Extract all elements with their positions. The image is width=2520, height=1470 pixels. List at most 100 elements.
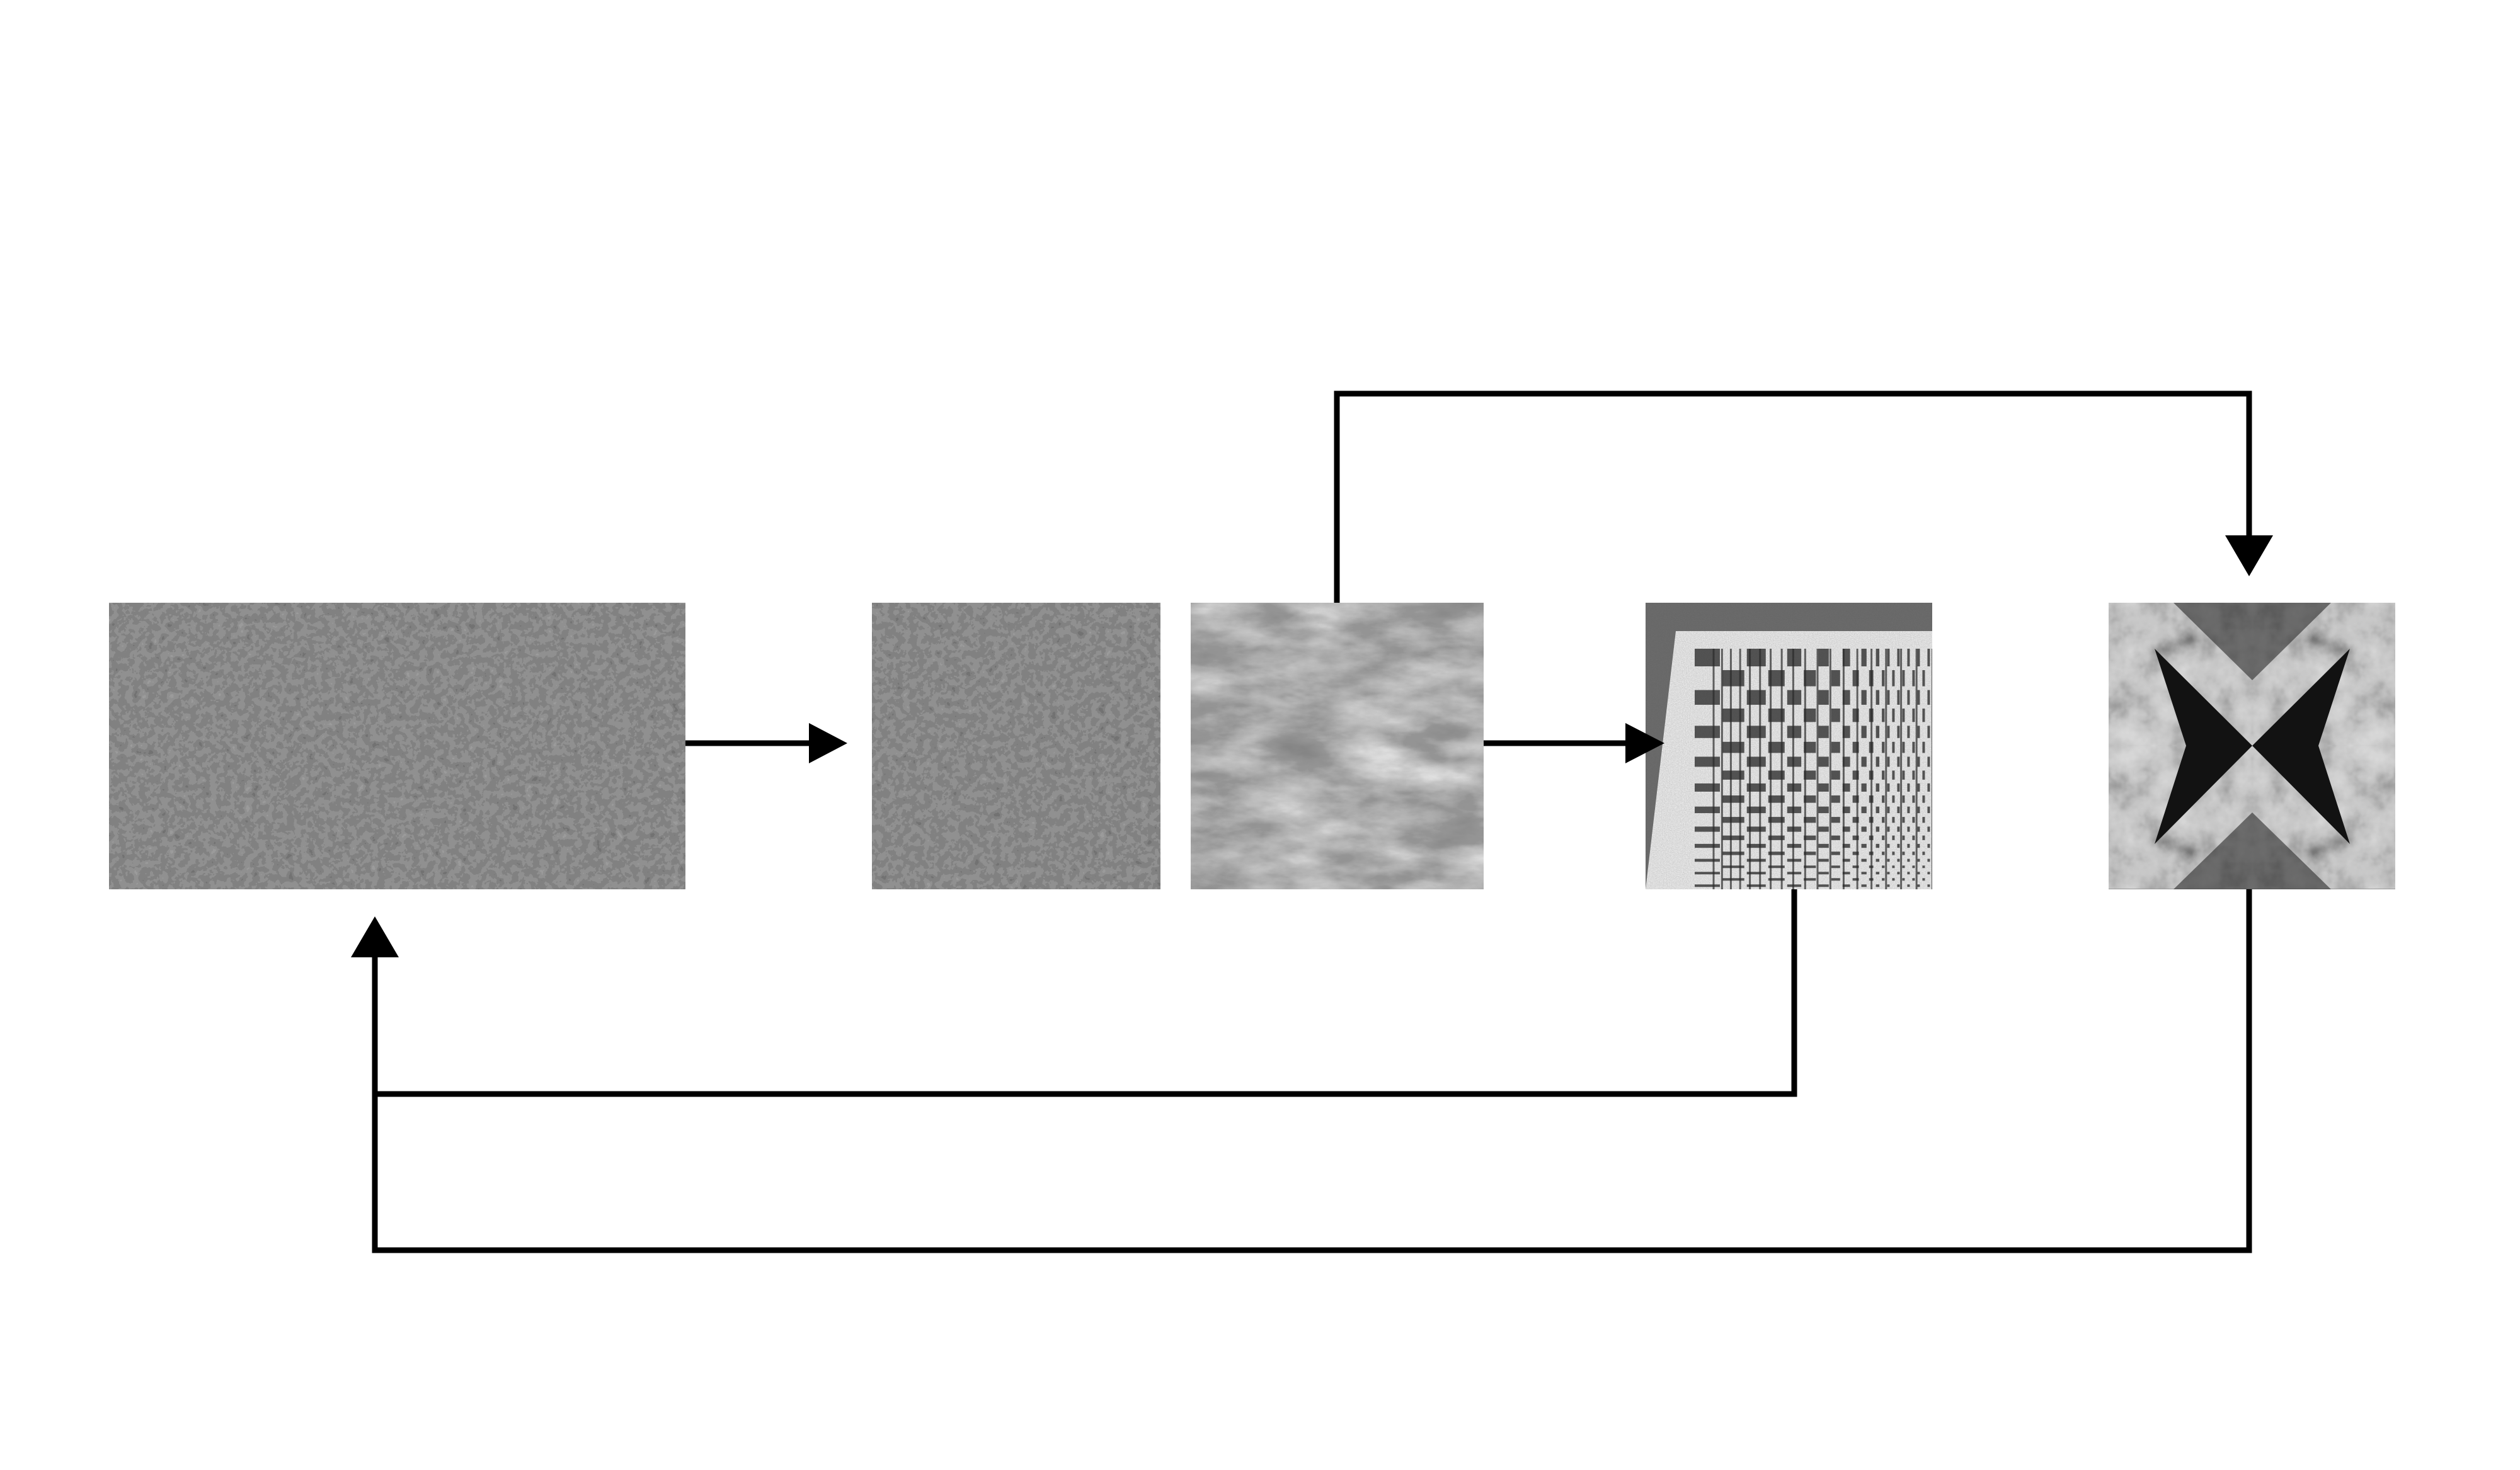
grid-cell xyxy=(1831,817,1840,823)
grid-cell xyxy=(1804,865,1816,869)
grid-cell xyxy=(1927,756,1930,767)
grid-cell xyxy=(1804,835,1816,840)
grid-cell xyxy=(1818,690,1829,705)
grid-cell xyxy=(1842,756,1850,767)
grid-cell xyxy=(1892,795,1895,803)
grid-cell xyxy=(1818,806,1829,814)
grid-cell xyxy=(1722,835,1744,840)
grid-cell xyxy=(1922,865,1925,869)
grid-cell xyxy=(1897,826,1900,832)
grid-cell xyxy=(1818,783,1829,792)
grid-cell xyxy=(1912,795,1915,803)
grid-cell xyxy=(1907,649,1910,666)
grid-cell xyxy=(1907,756,1910,767)
grid-cell xyxy=(1842,806,1850,814)
grid-cell xyxy=(1787,756,1802,767)
grid-cell xyxy=(1887,783,1890,792)
grid-cell xyxy=(1882,709,1885,722)
grid-cell xyxy=(1917,858,1920,862)
grid-cell xyxy=(1897,783,1900,792)
grid-cell xyxy=(1861,858,1867,862)
grid-cell xyxy=(1882,817,1885,823)
grid-cell xyxy=(1897,843,1900,848)
grid-cell xyxy=(1842,843,1850,848)
grid-cell xyxy=(1861,826,1867,832)
grid-texture-panel xyxy=(1646,603,1932,889)
arrow-grid-to-gravel xyxy=(372,889,1797,1097)
grid-cell xyxy=(1876,858,1880,862)
grid-cell xyxy=(1852,852,1859,855)
grid-cell xyxy=(1768,795,1785,803)
grid-cell xyxy=(1882,852,1885,855)
grid-cell xyxy=(1842,884,1850,887)
grid-cell xyxy=(1818,826,1829,832)
grid-cell xyxy=(1852,865,1859,869)
grid-cell xyxy=(1902,741,1905,753)
grid-cell xyxy=(1861,756,1867,767)
grid-cell xyxy=(1887,884,1890,887)
grid-cell xyxy=(1768,741,1785,753)
grid-cell xyxy=(1927,843,1930,848)
grid-cell xyxy=(1804,770,1816,780)
grid-cell xyxy=(1722,709,1744,722)
arrowhead-down xyxy=(2225,535,2273,576)
grid-cell xyxy=(1917,690,1920,705)
grid-cell xyxy=(1768,835,1785,840)
grid-cell xyxy=(1842,783,1850,792)
grid-cell xyxy=(1695,826,1720,832)
grid-cell xyxy=(1818,872,1829,875)
grid-cell xyxy=(1897,649,1900,666)
grid-cell xyxy=(1882,741,1885,753)
grid-cell xyxy=(1882,865,1885,869)
grid-cell xyxy=(1831,852,1840,855)
grid-cell xyxy=(1787,649,1802,666)
grid-cell xyxy=(1912,852,1915,855)
grid-cell xyxy=(1804,709,1816,722)
grid-cell xyxy=(1852,817,1859,823)
grid-cell xyxy=(1746,872,1766,875)
grid-cell xyxy=(1787,806,1802,814)
grid-cell xyxy=(1852,835,1859,840)
grid-cell xyxy=(1842,826,1850,832)
grid-cell xyxy=(1722,741,1744,753)
grid-cell xyxy=(1787,872,1802,875)
grid-cell xyxy=(1892,741,1895,753)
grid-cell xyxy=(1861,843,1867,848)
grid-cell xyxy=(1722,878,1744,881)
grid-cell xyxy=(1897,806,1900,814)
grid-cell xyxy=(1861,872,1867,875)
grid-cell xyxy=(1818,858,1829,862)
grid-cell xyxy=(1842,726,1850,738)
grid-cell xyxy=(1922,795,1925,803)
grid-cell xyxy=(1852,670,1859,687)
grid-cell xyxy=(1876,649,1880,666)
grid-cell xyxy=(1902,709,1905,722)
grid-cell xyxy=(1907,826,1910,832)
grid-cell xyxy=(1912,741,1915,753)
grid-cell xyxy=(1722,852,1744,855)
arrowhead-right-2 xyxy=(1625,723,1664,763)
grid-cell xyxy=(1912,817,1915,823)
grid-cell xyxy=(1897,690,1900,705)
grid-cell xyxy=(1882,795,1885,803)
grid-cell xyxy=(1876,756,1880,767)
grid-cell xyxy=(1722,795,1744,803)
grid-cell xyxy=(1746,884,1766,887)
grid-cell xyxy=(1695,806,1720,814)
grid-cell xyxy=(1787,884,1802,887)
arrowhead-right-1 xyxy=(809,723,847,763)
grid-cell xyxy=(1695,858,1720,862)
grid-cell xyxy=(1912,770,1915,780)
grid-cell xyxy=(1902,835,1905,840)
grid-cell xyxy=(1907,858,1910,862)
grid-cell xyxy=(1831,670,1840,687)
grid-cell xyxy=(1746,806,1766,814)
grid-cell xyxy=(1907,690,1910,705)
grid-cell xyxy=(1695,649,1720,666)
grid-cell xyxy=(1787,858,1802,862)
grid-cell xyxy=(1902,795,1905,803)
grid-cell xyxy=(1887,690,1890,705)
grid-cell xyxy=(1917,884,1920,887)
grid-cell xyxy=(1768,852,1785,855)
grid-cell xyxy=(1804,795,1816,803)
